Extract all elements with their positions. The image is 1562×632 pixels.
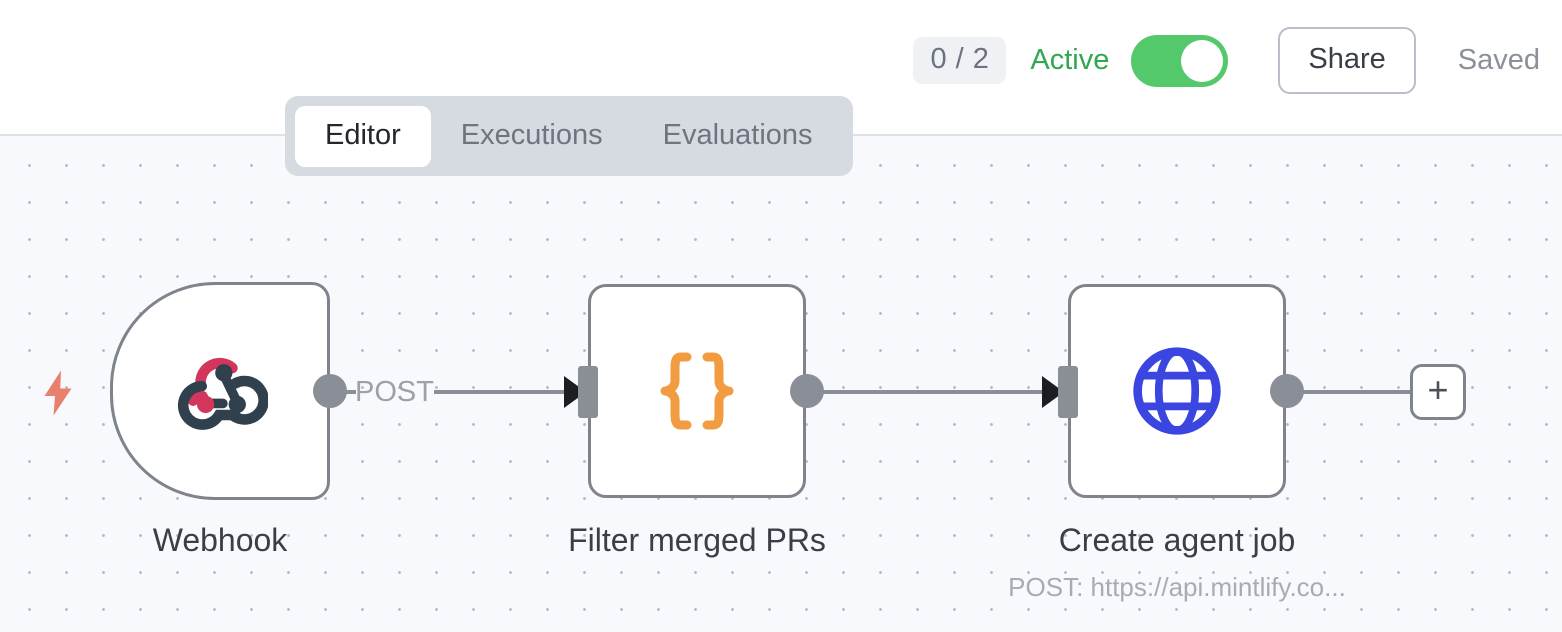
curly-braces-icon [591, 287, 803, 495]
edge-webhook-to-filter [434, 390, 584, 394]
view-tabs: Editor Executions Evaluations [285, 96, 853, 176]
output-port-create-agent-job[interactable] [1270, 374, 1304, 408]
edge-label-post: POST [355, 376, 434, 408]
node-filter-merged-prs[interactable] [588, 284, 806, 498]
node-label-filter-merged-prs: Filter merged PRs [568, 522, 826, 558]
output-port-webhook[interactable] [313, 374, 347, 408]
node-webhook[interactable] [110, 282, 330, 500]
node-label-webhook: Webhook [152, 522, 288, 558]
lightning-bolt-icon [40, 368, 76, 423]
edge-webhook-stub [342, 390, 356, 394]
active-status-label: Active [1030, 44, 1110, 76]
active-toggle[interactable] [1131, 34, 1229, 87]
globe-icon [1071, 287, 1283, 495]
tab-evaluations[interactable]: Evaluations [662, 118, 813, 151]
input-port-filter-merged-prs[interactable] [578, 366, 598, 418]
add-node-button[interactable]: + [1410, 364, 1466, 420]
output-port-filter-merged-prs[interactable] [790, 374, 824, 408]
webhook-icon [113, 285, 327, 497]
node-create-agent-job[interactable] [1068, 284, 1286, 498]
input-port-create-agent-job[interactable] [1058, 366, 1078, 418]
edge-filter-to-create-agent-job [818, 390, 1050, 394]
plus-icon: + [1427, 369, 1449, 410]
node-label-create-agent-job: Create agent job [1058, 522, 1296, 558]
edge-create-agent-job-to-add [1296, 390, 1416, 394]
run-count-badge: 0 / 2 [913, 37, 1007, 84]
tab-editor[interactable]: Editor [295, 105, 431, 167]
saved-status-label: Saved [1457, 44, 1540, 76]
tab-executions[interactable]: Executions [460, 118, 603, 151]
node-sublabel-create-agent-job: POST: https://api.mintlify.co... [1008, 572, 1346, 602]
toggle-knob [1181, 39, 1224, 82]
top-bar-actions: 0 / 2 Active Share Saved [913, 27, 1540, 94]
share-button[interactable]: Share [1278, 27, 1416, 94]
